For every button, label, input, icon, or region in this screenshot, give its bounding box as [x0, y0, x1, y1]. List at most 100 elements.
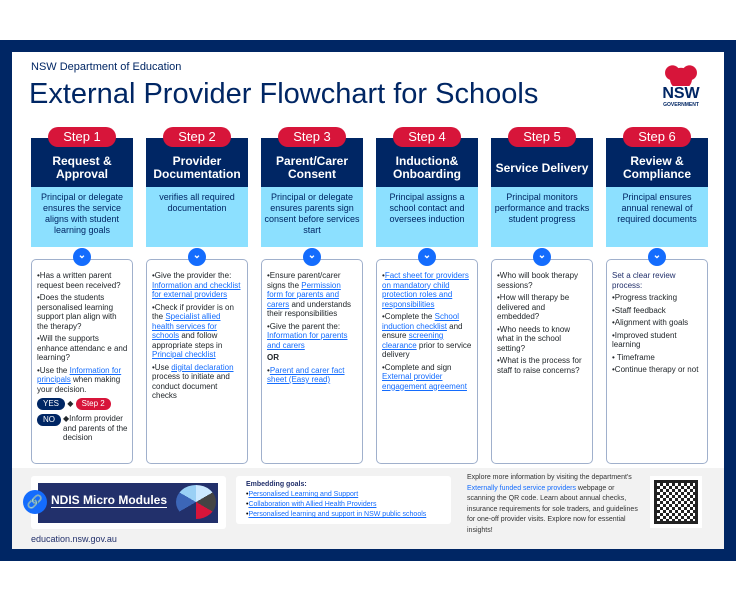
- goal-item: •Personalised Learning and Support: [246, 491, 359, 498]
- resource-link[interactable]: Parent and carer fact sheet (Easy read): [267, 365, 345, 385]
- no-badge: NO: [37, 414, 61, 426]
- detail-item: •Give the parent the: Information for pa…: [267, 322, 358, 351]
- resource-link[interactable]: digital declaration: [171, 362, 234, 372]
- decision-yes: YES ◆ Step 2: [37, 398, 128, 410]
- resource-link[interactable]: Information and checklist for external p…: [152, 280, 241, 300]
- chevron-down-icon: ⌄: [648, 248, 666, 266]
- chevron-down-icon: ⌄: [188, 248, 206, 266]
- step-details: •Give the provider the: Information and …: [146, 259, 248, 464]
- step-description: Principal ensures annual renewal of requ…: [606, 187, 708, 247]
- explore-post: webpage or scanning the QR code. Learn a…: [467, 484, 638, 534]
- resource-link[interactable]: screening clearance: [382, 331, 444, 350]
- detail-text: •Continue therapy or not: [612, 365, 699, 374]
- detail-text: prior to service delivery: [382, 340, 472, 360]
- detail-text: •Does the students personalised learning…: [37, 293, 117, 331]
- detail-text: •Use: [152, 362, 172, 372]
- step-2-badge[interactable]: Step 2: [75, 398, 111, 410]
- detail-item: Set a clear review process:: [612, 271, 703, 290]
- detail-text: OR: [267, 353, 279, 362]
- modules-graphic: [176, 485, 216, 519]
- resource-link[interactable]: Information for principals: [37, 365, 122, 385]
- explore-pre: Explore more information by visiting the…: [467, 474, 632, 481]
- department-name: NSW Department of Education: [31, 61, 182, 73]
- detail-item: •Fact sheet for providers on mandatory c…: [382, 271, 473, 309]
- detail-text: •Complete and sign: [382, 362, 452, 372]
- detail-text: •Use the: [37, 365, 70, 375]
- detail-text: process to initiate and conduct document…: [152, 372, 230, 400]
- embedding-goals: Embedding goals: •Personalised Learning …: [236, 476, 451, 524]
- step-description: Principal or delegate ensures parents si…: [261, 187, 363, 247]
- no-text: ◆Inform provider and parents of the deci…: [63, 414, 128, 442]
- detail-text: •Check if provider is on the: [152, 302, 234, 322]
- detail-text: •Give the parent the:: [267, 321, 341, 331]
- step-badge: Step 4: [393, 127, 461, 147]
- detail-item: •Parent and carer fact sheet (Easy read): [267, 366, 358, 385]
- chevron-down-icon: ⌄: [533, 248, 551, 266]
- detail-text: Set a clear review process:: [612, 271, 676, 290]
- detail-text: •Progress tracking: [612, 293, 678, 302]
- qr-code: [650, 476, 702, 528]
- resource-link[interactable]: Specialist allied health services for sc…: [152, 312, 221, 340]
- website-url[interactable]: education.nsw.gov.au: [31, 534, 117, 544]
- detail-item: •Use digital declaration process to init…: [152, 363, 243, 401]
- step-badge: Step 1: [48, 127, 116, 147]
- resource-link[interactable]: Principal checklist: [152, 350, 216, 359]
- resource-link[interactable]: Information for parents and carers: [267, 331, 348, 350]
- detail-text: •Alignment with goals: [612, 318, 689, 327]
- chevron-down-icon: ⌄: [303, 248, 321, 266]
- detail-item: •Continue therapy or not: [612, 365, 703, 375]
- detail-item: •Complete and sign External provider eng…: [382, 363, 473, 392]
- logo-text: NSW: [662, 85, 700, 102]
- step-title: Service Delivery: [491, 138, 593, 187]
- detail-text: •How will therapy be delivered and embed…: [497, 293, 570, 321]
- step-details: Set a clear review process: •Progress tra…: [606, 259, 708, 464]
- page-title: External Provider Flowchart for Schools: [29, 78, 539, 110]
- detail-item: •Check if provider is on the Specialist …: [152, 303, 243, 360]
- decision-no: NO◆Inform provider and parents of the de…: [37, 414, 128, 443]
- detail-item: OR: [267, 353, 358, 363]
- detail-item: •Give the provider the: Information and …: [152, 271, 243, 300]
- resource-link[interactable]: School induction checklist: [382, 312, 460, 331]
- step-details: •Has a written parent request been recei…: [31, 259, 133, 464]
- detail-text: •Has a written parent request been recei…: [37, 271, 121, 290]
- step-title: Parent/Carer Consent: [261, 138, 363, 187]
- logo-subtext: GOVERNMENT: [663, 102, 699, 108]
- detail-text: •Staff feedback: [612, 305, 666, 315]
- detail-text: •Who needs to know what in the school se…: [497, 324, 571, 353]
- step-badge: Step 5: [508, 127, 576, 147]
- waratah-icon: [664, 62, 698, 86]
- detail-item: •Complete the School induction checklist…: [382, 312, 473, 360]
- detail-item: •Alignment with goals: [612, 318, 703, 328]
- detail-text: •Give the provider the:: [152, 271, 232, 280]
- ndis-banner[interactable]: 🔗 NDIS Micro Modules: [23, 476, 226, 529]
- goal-link[interactable]: Personalised learning and support in NSW…: [248, 511, 427, 518]
- step-details: •Who will book therapy sessions? •How wil…: [491, 259, 593, 464]
- step-description: Principal assigns a school contact and o…: [376, 187, 478, 247]
- detail-text: •: [382, 271, 385, 280]
- resource-link[interactable]: Permission form for parents and carers: [267, 280, 341, 309]
- resource-link[interactable]: Fact sheet for providers on mandatory ch…: [382, 271, 469, 309]
- detail-item: •Who will book therapy sessions?: [497, 271, 588, 290]
- resource-link[interactable]: External provider engagement agreement: [382, 372, 467, 391]
- detail-text: and follow appropriate steps in: [152, 331, 223, 350]
- goal-link[interactable]: Personalised Learning and Support: [248, 491, 359, 498]
- step-badge: Step 6: [623, 127, 691, 147]
- detail-text: •Complete the: [382, 312, 435, 321]
- goal-item: •Personalised learning and support in NS…: [246, 511, 427, 518]
- detail-text: and understands their responsibilities: [267, 299, 352, 319]
- detail-text: when making your decision.: [37, 375, 121, 394]
- detail-text: •Will the supports enhance attendanc e a…: [37, 334, 128, 362]
- goals-heading: Embedding goals:: [246, 481, 307, 488]
- detail-item: •Progress tracking: [612, 293, 703, 303]
- ndis-link[interactable]: NDIS Micro Modules: [51, 493, 168, 508]
- step-badge: Step 3: [278, 127, 346, 147]
- detail-text: •What is the process for staff to raise …: [497, 356, 582, 375]
- link-icon: 🔗: [23, 490, 47, 514]
- step-badge: Step 2: [163, 127, 231, 147]
- goal-link[interactable]: Collaboration with Allied Health Provide…: [248, 501, 377, 508]
- detail-item: •Does the students personalised learning…: [37, 293, 128, 331]
- detail-item: • Timeframe: [612, 353, 703, 363]
- service-providers-link[interactable]: Externally funded service providers: [467, 484, 576, 492]
- chevron-down-icon: ⌄: [73, 248, 91, 266]
